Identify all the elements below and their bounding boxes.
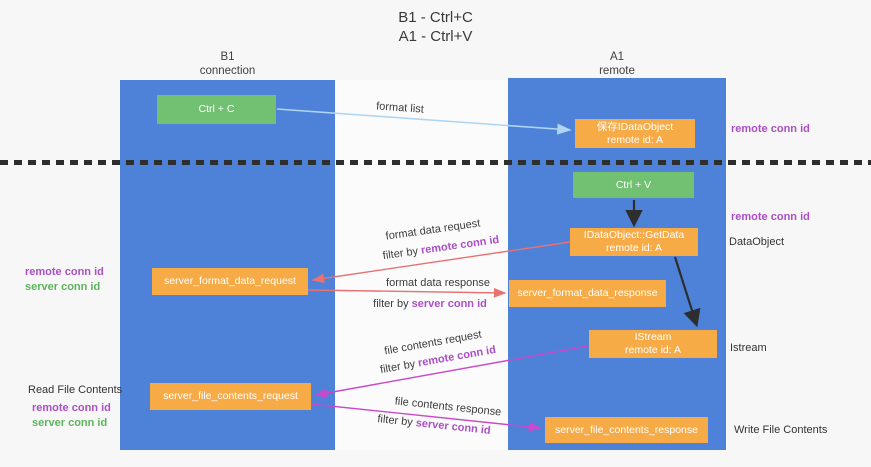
server-format-data-request-label: server_format_data_request bbox=[164, 275, 296, 287]
lane-b1-name: B1 bbox=[220, 51, 235, 63]
server-conn-id-text: server conn id bbox=[411, 298, 487, 310]
dashed-separator bbox=[0, 160, 871, 165]
lane-b1-sub: connection bbox=[199, 65, 256, 77]
istream-line2: remote id: A bbox=[624, 344, 682, 356]
middle-column bbox=[335, 80, 508, 450]
label-format-data-response: format data response bbox=[386, 277, 490, 289]
lane-header-b1: B1 connection bbox=[120, 50, 335, 78]
server-file-contents-response-label: server_file_contents_response bbox=[554, 423, 698, 436]
save-idataobject-line1: 保存IDataObject bbox=[596, 120, 674, 133]
diagram-title: B1 - Ctrl+C A1 - Ctrl+V bbox=[0, 8, 871, 46]
ctrl-c-box: Ctrl + C bbox=[157, 95, 276, 124]
save-idataobject-line2: remote id: A bbox=[606, 133, 664, 146]
server-format-data-response-box: server_format_data_response bbox=[509, 280, 666, 307]
left-remote-conn-id-1: remote conn id bbox=[25, 266, 104, 278]
right-write-file-contents-label: Write File Contents bbox=[734, 424, 828, 436]
istream-box: IStream remote id: A bbox=[589, 330, 717, 358]
ctrl-c-label: Ctrl + C bbox=[198, 103, 235, 115]
ctrl-v-label: Ctrl + V bbox=[615, 178, 652, 191]
istream-line1: IStream bbox=[634, 331, 672, 343]
idataobject-getdata-box: IDataObject::GetData remote id: A bbox=[570, 228, 698, 256]
title-line-1: B1 - Ctrl+C bbox=[398, 9, 473, 26]
left-server-conn-id-2: server conn id bbox=[32, 417, 108, 429]
label-filter-server-1: filter by server conn id bbox=[373, 298, 487, 310]
ctrl-v-box: Ctrl + V bbox=[573, 172, 694, 198]
server-format-data-response-label: server_format_data_response bbox=[517, 287, 658, 299]
right-istream-label: Istream bbox=[730, 342, 767, 354]
server-file-contents-response-box: server_file_contents_response bbox=[545, 417, 708, 443]
right-dataobject-label: DataObject bbox=[729, 236, 785, 248]
lane-a1-name: A1 bbox=[609, 51, 625, 63]
save-idataobject-box: 保存IDataObject remote id: A bbox=[575, 119, 695, 148]
title-line-2: A1 - Ctrl+V bbox=[398, 28, 473, 45]
left-server-conn-id-1: server conn id bbox=[25, 281, 101, 293]
left-remote-conn-id-2: remote conn id bbox=[32, 402, 111, 414]
right-remote-conn-id-top: remote conn id bbox=[731, 123, 810, 135]
getdata-line1: IDataObject::GetData bbox=[583, 229, 685, 241]
lane-header-a1: A1 remote bbox=[508, 50, 726, 78]
filter-by-text: filter by bbox=[373, 298, 412, 310]
left-read-file-contents-label: Read File Contents bbox=[28, 384, 123, 396]
lane-a1-sub: remote bbox=[599, 65, 635, 77]
server-format-data-request-box: server_format_data_request bbox=[152, 268, 308, 295]
getdata-line2: remote id: A bbox=[605, 242, 663, 254]
server-file-contents-request-box: server_file_contents_request bbox=[150, 383, 311, 410]
right-remote-conn-id-mid: remote conn id bbox=[731, 211, 810, 223]
server-file-contents-request-label: server_file_contents_request bbox=[163, 390, 298, 402]
